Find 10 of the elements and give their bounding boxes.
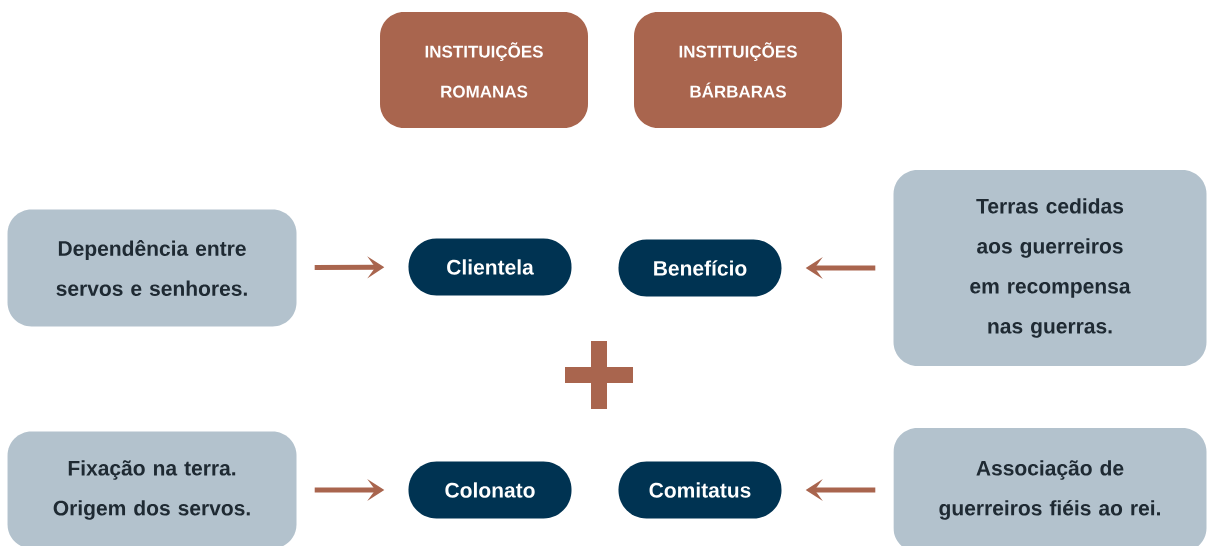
head-box: INSTITUIÇÕES ROMANAS [380,12,588,128]
term-pill: Benefício [618,239,782,297]
term-pill: Comitatus [618,461,782,519]
text-box: Fixação na terra. Origem dos servos. [7,431,297,546]
text-box: Dependência entre servos e senhores. [7,209,297,327]
head-box: INSTITUIÇÕES BÁRBARAS [634,12,842,128]
text-box: Associação de guerreiros fiéis ao rei. [893,428,1207,546]
term-pill: Colonato [408,461,572,519]
text-box: Terras cedidas aos guerreiros em recompensa nas guerras. [893,170,1207,366]
term-pill: Clientela [408,238,572,296]
